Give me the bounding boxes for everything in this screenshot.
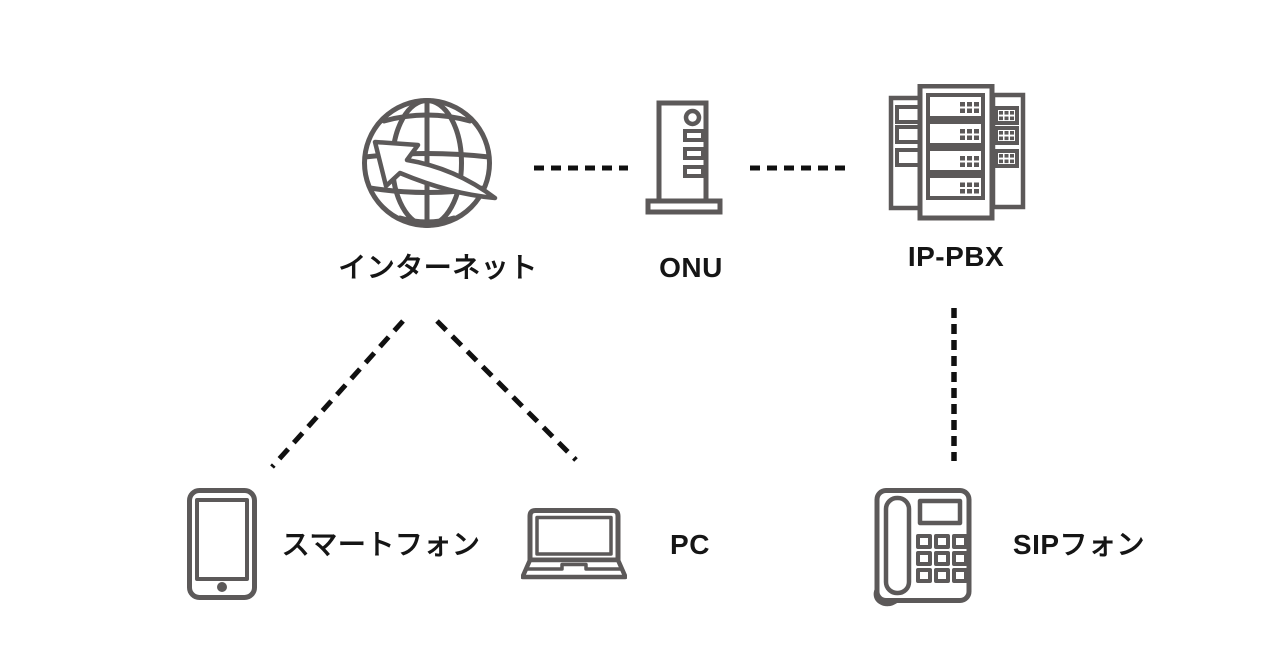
connector-internet-smartphone (270, 319, 405, 469)
smartphone-icon (187, 488, 257, 600)
connector-internet-pc (435, 319, 578, 462)
server-rack-icon (888, 84, 1026, 222)
label-sip-phone: SIPフォン (1012, 529, 1146, 560)
label-internet: インターネット (338, 252, 538, 283)
desk-phone-icon (860, 487, 976, 609)
onu-device-icon (645, 100, 723, 218)
label-pc: PC (670, 529, 710, 560)
label-smartphone: スマートフォン (281, 529, 481, 560)
label-onu: ONU (659, 252, 723, 283)
laptop-icon (521, 508, 627, 586)
globe-arrow-icon (355, 96, 500, 236)
label-ip-pbx: IP-PBX (907, 241, 1005, 272)
